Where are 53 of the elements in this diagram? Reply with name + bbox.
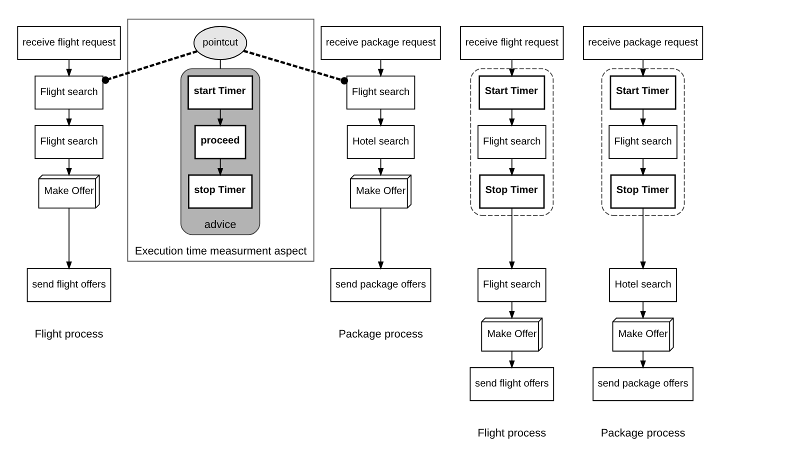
label: Package process — [600, 427, 686, 440]
node-box: Flight search — [346, 76, 416, 110]
arrow — [640, 350, 646, 369]
arrow — [217, 108, 224, 127]
arrow — [640, 208, 646, 270]
node-box: Flight search — [34, 76, 104, 110]
arrow — [378, 208, 384, 270]
node-box: Flight search — [478, 125, 546, 160]
arrow — [509, 301, 515, 320]
node-box: receive package request — [582, 26, 704, 60]
label: Flight process — [478, 427, 546, 440]
node-box: Flight search — [478, 268, 546, 302]
arrow — [509, 108, 515, 127]
arrow — [378, 108, 384, 127]
connector — [102, 50, 198, 84]
node-box: Hotel search — [609, 268, 677, 302]
connector — [220, 59, 221, 70]
node-box: Stop Timer — [610, 174, 676, 209]
node-box: Stop Timer — [479, 174, 545, 209]
node-box: Flight search — [34, 125, 104, 160]
connector — [243, 50, 348, 84]
node-box: receive flight request — [460, 26, 564, 60]
arrow — [640, 158, 646, 176]
arrow — [640, 301, 646, 320]
node-box: start Timer — [188, 75, 254, 110]
arrow — [509, 350, 515, 369]
arrow — [66, 158, 72, 176]
node-box: send flight offers — [26, 268, 112, 302]
node-box: stop Timer — [188, 174, 253, 209]
arrow — [378, 59, 384, 78]
node-box: Flight search — [608, 125, 678, 160]
arrow — [378, 158, 384, 176]
node-box: receive package request — [320, 26, 441, 60]
arrow — [640, 108, 646, 127]
node-box: receive flight request — [17, 26, 121, 60]
arrow — [217, 158, 224, 176]
arrow — [509, 59, 515, 78]
node-box: Start Timer — [610, 75, 676, 110]
label: Flight process — [34, 328, 104, 340]
node-box: send flight offers — [470, 367, 554, 402]
arrow — [66, 108, 72, 127]
node-box: send package offers — [592, 367, 694, 402]
node-box: Start Timer — [478, 75, 546, 110]
node-ellipse: pointcut — [194, 26, 248, 60]
arrow — [509, 208, 515, 270]
arrow — [640, 59, 646, 78]
arrow — [66, 59, 72, 78]
node-box: send package offers — [330, 268, 432, 302]
label: Package process — [338, 328, 423, 340]
arrow — [66, 208, 72, 270]
node-box: proceed — [194, 124, 246, 160]
arrow — [509, 158, 515, 176]
node-box: Hotel search — [346, 125, 415, 160]
